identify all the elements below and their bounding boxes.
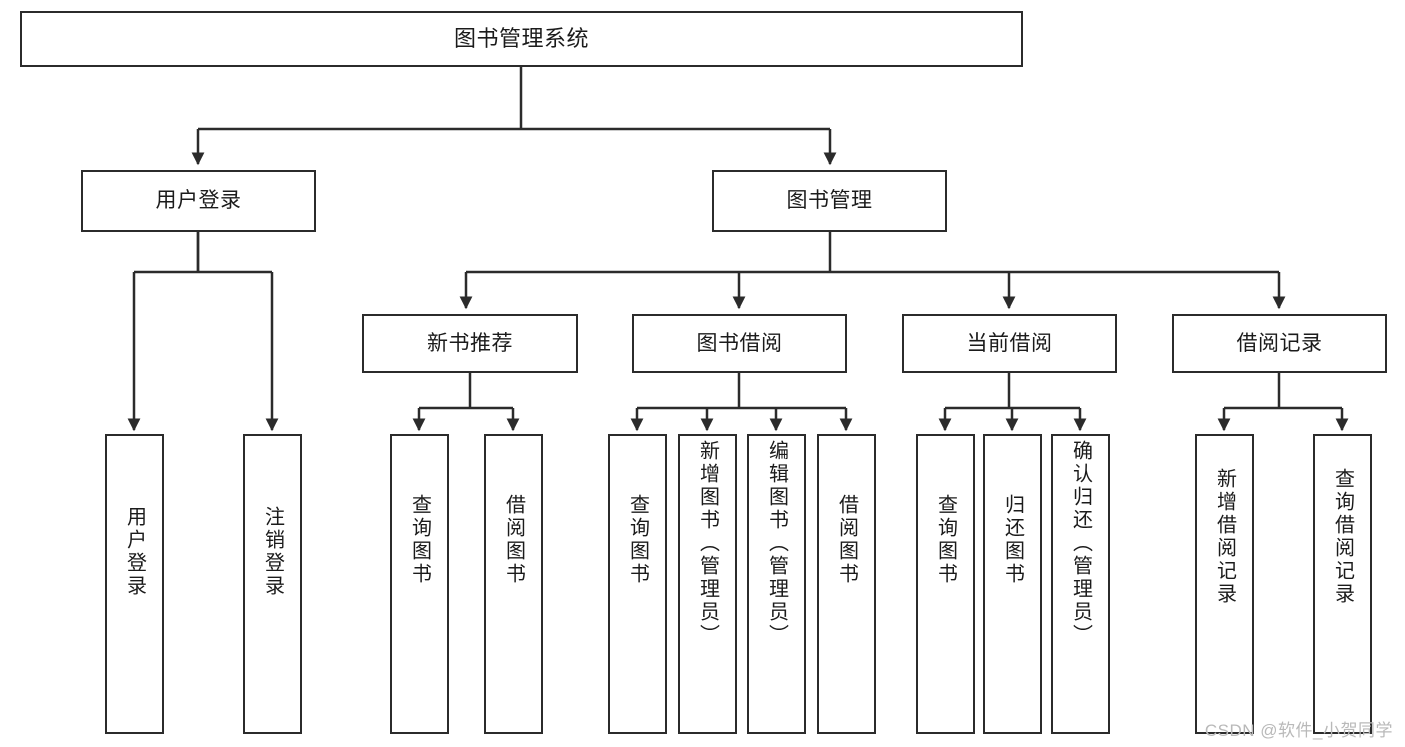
node-label: 用户登录 [155,189,242,213]
node-label: 归还图书 [1001,494,1024,586]
node-label: 借阅记录 [1236,331,1323,355]
leaf-new-book-query-book[interactable]: 查询图书 [390,434,449,734]
csdn-watermark: CSDN @软件_小贺同学 [1204,721,1393,740]
node-label: 图书管理系统 [453,25,589,51]
leaf-book-borrow-add-book-admin[interactable]: 新增图书（管理员） [678,434,737,734]
node-label: 当前借阅 [966,331,1053,355]
node-label: 查询图书 [626,494,649,586]
node-new-book-recommend[interactable]: 新书推荐 [362,314,578,373]
leaf-book-borrow-borrow-book[interactable]: 借阅图书 [817,434,876,734]
node-label: 新书推荐 [427,331,513,355]
node-book-borrow[interactable]: 图书借阅 [632,314,847,373]
node-label: 注销登录 [261,506,284,598]
node-label: 图书管理 [786,189,873,213]
leaf-new-book-borrow-book[interactable]: 借阅图书 [484,434,543,734]
node-label: 查询图书 [934,494,957,586]
leaf-borrow-record-query-record[interactable]: 查询借阅记录 [1313,434,1372,734]
node-label: 确认归还（管理员） [1069,440,1092,647]
node-label: 查询借阅记录 [1331,468,1354,606]
leaf-book-borrow-edit-book-admin[interactable]: 编辑图书（管理员） [747,434,806,734]
node-current-borrow[interactable]: 当前借阅 [902,314,1117,373]
node-book-management[interactable]: 图书管理 [712,170,947,232]
leaf-borrow-record-add-record[interactable]: 新增借阅记录 [1195,434,1254,734]
leaf-current-borrow-confirm-return-admin[interactable]: 确认归还（管理员） [1051,434,1110,734]
node-borrow-record[interactable]: 借阅记录 [1172,314,1387,373]
node-label: 新增图书（管理员） [696,440,719,647]
leaf-book-borrow-query-book[interactable]: 查询图书 [608,434,667,734]
leaf-current-borrow-query-book[interactable]: 查询图书 [916,434,975,734]
leaf-current-borrow-return-book[interactable]: 归还图书 [983,434,1042,734]
node-label: 用户登录 [123,506,146,598]
node-label: 编辑图书（管理员） [765,440,788,647]
node-label: 新增借阅记录 [1213,468,1236,606]
node-label: 借阅图书 [502,494,525,586]
node-root-book-management-system[interactable]: 图书管理系统 [20,11,1023,67]
node-label: 图书借阅 [696,331,783,355]
leaf-user-login-login[interactable]: 用户登录 [105,434,164,734]
leaf-user-login-logout[interactable]: 注销登录 [243,434,302,734]
node-label: 借阅图书 [835,494,858,586]
node-user-login[interactable]: 用户登录 [81,170,316,232]
node-label: 查询图书 [408,494,431,586]
